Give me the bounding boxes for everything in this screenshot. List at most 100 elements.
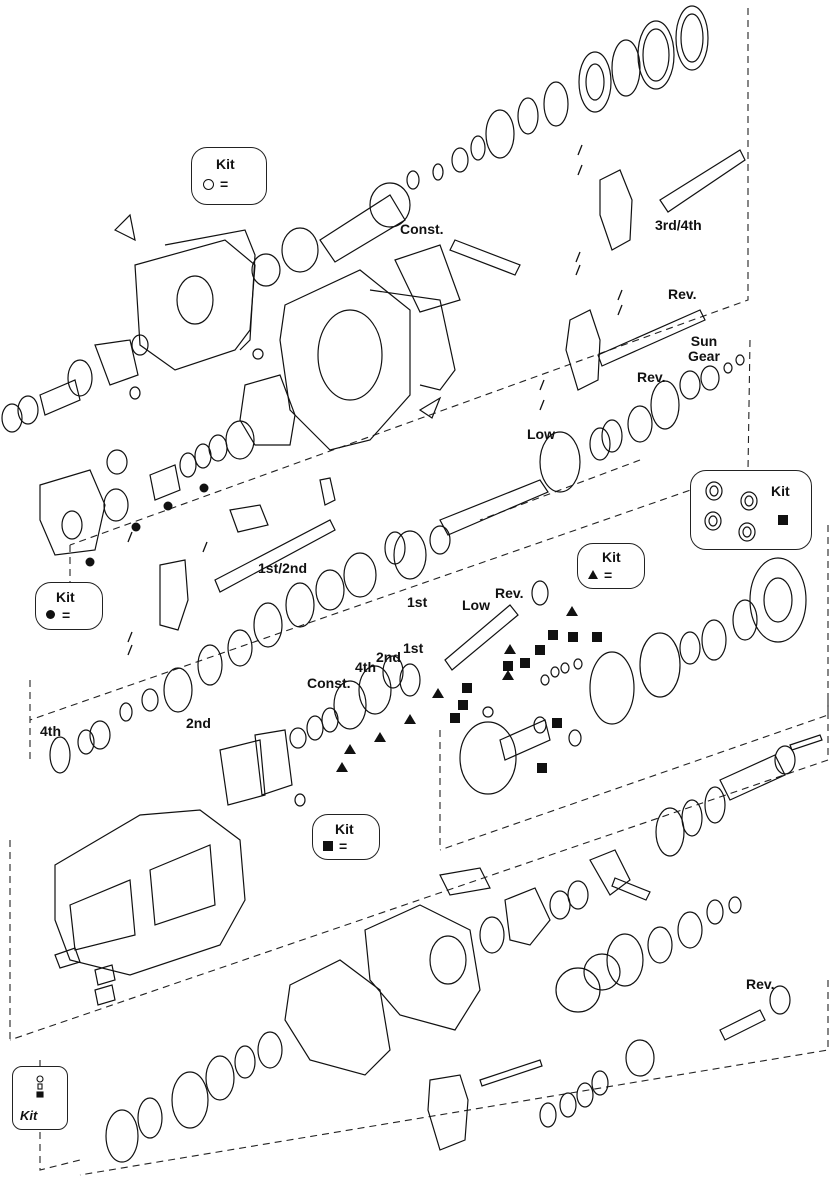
kit-dot-title: Kit [56, 589, 75, 605]
output-yoke [625, 1039, 655, 1077]
label-1st-b: 1st [403, 640, 424, 656]
flange-housing [589, 849, 631, 896]
synchro-sleeve-bottom [171, 1071, 209, 1129]
label-rev-fork: Rev. [668, 286, 697, 302]
label-sun-gear: Sun Gear [688, 333, 720, 364]
shift-rail-1st-2nd [214, 519, 336, 593]
ring-b [517, 97, 539, 135]
reverse-shaft [719, 1009, 766, 1041]
fork-bottom [427, 1074, 469, 1151]
cover-and-housing [113, 213, 521, 451]
filter [54, 947, 81, 969]
annulus-gear [639, 632, 681, 698]
synchro-hub-top [578, 51, 612, 113]
housing-gasket [369, 289, 456, 391]
housing-gasket-large [284, 959, 391, 1076]
low-gear [539, 431, 581, 493]
kit-markers [85, 483, 602, 773]
clutch-housing [279, 269, 411, 451]
gear-bottom-a [257, 1031, 283, 1069]
synchro-disc-large [749, 557, 807, 643]
ring-gear [589, 651, 635, 725]
reverse-gear-bottom [769, 985, 791, 1015]
clip [113, 213, 136, 242]
label-3rd-4th: 3rd/4th [655, 217, 702, 233]
output-flange [719, 754, 786, 801]
main-shaft-lower [219, 557, 807, 807]
label-1st-a: 1st [407, 594, 428, 610]
washer-a [470, 135, 486, 161]
seal-ring [251, 253, 281, 287]
bearing-cover-gasket [504, 887, 551, 946]
fork-rev [565, 309, 601, 391]
filled-dot-symbol [46, 610, 55, 619]
label-low-top: Low [527, 426, 555, 442]
ring-a [543, 81, 569, 127]
gear-4th-mid [358, 665, 392, 715]
clip-b [418, 396, 442, 419]
constant-gear [369, 182, 411, 228]
bearing-a [451, 147, 469, 173]
label-2nd-a: 2nd [376, 649, 401, 665]
input-bearing [281, 227, 319, 273]
open-circle-symbol [203, 179, 214, 190]
kit-box-square: Kit = [312, 814, 380, 860]
kit-box-dot: Kit = [35, 582, 103, 630]
kit-bearings-title: Kit [771, 483, 790, 499]
label-low-mid: Low [462, 597, 490, 613]
valve-block [394, 244, 461, 313]
label-4th-b: 4th [40, 723, 61, 739]
left-input-group [1, 334, 255, 556]
synchro-ring-mid [485, 109, 515, 159]
label-2nd-b: 2nd [186, 715, 211, 731]
rear-cover [39, 469, 106, 556]
fork-1st-2nd [159, 559, 189, 631]
gasket-plate-b [254, 729, 293, 796]
synchro-ring-bottom [105, 1109, 139, 1163]
gear-1st-upper [343, 552, 377, 598]
sun-gear [700, 365, 720, 391]
square-symbol [323, 841, 333, 851]
label-const-top: Const. [400, 221, 444, 237]
shift-block [449, 239, 521, 276]
range-group [105, 896, 791, 1163]
kit-circle-marker [129, 386, 141, 400]
cover-plate-small [94, 339, 139, 386]
small-cover [239, 374, 296, 446]
kit-triangle-equals: = [604, 567, 613, 583]
kit-square-title: Kit [335, 821, 354, 837]
gear-4th-left [49, 736, 71, 774]
shift-rail-3rd-4th [659, 149, 746, 213]
triangle-symbol [588, 570, 598, 579]
main-shaft-upper [49, 354, 745, 774]
synchro-ring-top [675, 5, 709, 71]
gear-const-mid [333, 680, 367, 730]
part-separators [127, 144, 623, 656]
main-housing-group [54, 734, 823, 1076]
output-shaft [444, 604, 519, 671]
bearing-set-icon [704, 481, 788, 542]
kit-square-equals: = [339, 838, 348, 854]
synchro-cone-top [611, 39, 641, 97]
washer-b [432, 163, 444, 181]
planet-carrier [459, 721, 517, 795]
label-rev-bottom: Rev. [746, 976, 775, 992]
range-synchro [606, 933, 644, 987]
kit-box-triangle: Kit = [577, 543, 645, 589]
kit-box-circle: Kit = [191, 147, 267, 205]
front-cover-plate [134, 239, 256, 371]
shift-forks [159, 149, 746, 631]
legend-kit-text: Kit [20, 1108, 38, 1123]
legend-icon [36, 1075, 44, 1098]
label-const-mid: Const. [307, 675, 351, 691]
reverse-gear [650, 380, 680, 430]
upper-shaft-group [251, 5, 709, 360]
output-flange-shaft [39, 379, 81, 416]
kit-circle-title: Kit [216, 156, 235, 172]
kit-box-bearings: Kit [690, 470, 812, 550]
legend-box [12, 1066, 68, 1130]
shift-rail-rev [597, 309, 706, 367]
input-shaft [319, 194, 406, 263]
